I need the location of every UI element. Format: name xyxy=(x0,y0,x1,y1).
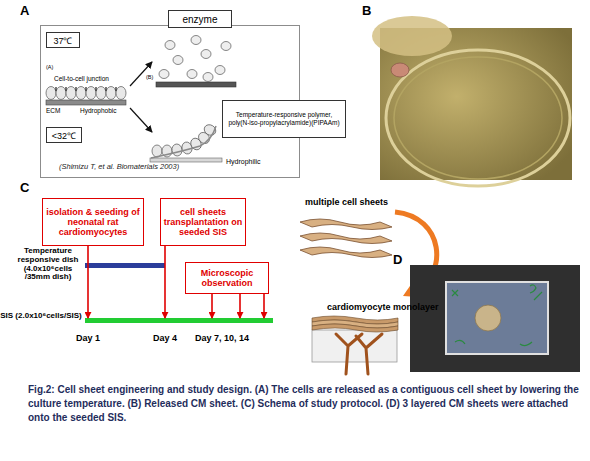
temperature-box: <32℃ xyxy=(46,127,82,143)
cell-sheet xyxy=(300,233,392,244)
node-text: Microscopic observation xyxy=(186,268,268,288)
panel-letter: B xyxy=(362,3,371,18)
detached-ecm xyxy=(151,126,216,158)
annotation-label: Cell-to-cell junction xyxy=(54,75,109,82)
timeline-arrow xyxy=(211,294,213,318)
timeline-arrow xyxy=(87,246,89,318)
finger xyxy=(372,16,452,56)
annotation-label: (B) xyxy=(146,74,153,80)
node-text: isolation & seeding of neonatal rat card… xyxy=(43,207,143,237)
cell xyxy=(66,87,76,100)
cell xyxy=(86,87,96,100)
vessel-ingrowth xyxy=(336,334,382,374)
culture-dish-rim xyxy=(386,50,570,186)
annotation-label: Hydrophilic xyxy=(226,158,261,165)
timeline-arrow xyxy=(164,246,166,318)
cell xyxy=(201,50,211,59)
annotation-label: cardiomyocyte monolayer xyxy=(327,302,439,312)
cell xyxy=(116,87,126,100)
polymer-callout: Temperature-responsive polymer, poly(N-i… xyxy=(222,100,346,138)
handwriting-marks xyxy=(452,285,542,346)
culture-dish-inner xyxy=(394,57,562,179)
cell xyxy=(152,145,162,157)
ecm-layer xyxy=(46,100,126,105)
cell xyxy=(76,87,86,100)
sis-frame xyxy=(446,282,548,354)
node-text: Temperature-responsive polymer, poly(N-i… xyxy=(223,110,345,128)
photo-background xyxy=(410,265,580,372)
cell xyxy=(171,143,183,156)
node-text: cell sheets transplantation on seeded SI… xyxy=(161,207,245,237)
cell xyxy=(46,87,56,100)
panel-letter: A xyxy=(20,3,29,18)
protocol-step-box: cell sheets transplantation on seeded SI… xyxy=(160,198,246,246)
annotation-label: (A) xyxy=(46,64,53,70)
timeline-bar: SIS (2.0x10⁶cells/SIS) xyxy=(85,318,273,323)
dish-surface xyxy=(156,82,236,87)
annotation-label: Day 4 xyxy=(153,333,177,343)
cell-sheet-layer xyxy=(312,324,398,332)
junction-marks xyxy=(56,87,116,91)
node-text: enzyme xyxy=(182,14,217,25)
node-text: SIS (2.0x10⁶cells/SIS) xyxy=(0,312,82,321)
cell xyxy=(173,56,183,65)
panel-letter: D xyxy=(393,252,402,267)
sis-block xyxy=(312,330,397,362)
cell xyxy=(203,73,213,82)
node-text: (Shimizu T, et al. Biomaterials 2003) xyxy=(59,162,179,171)
annotation-label: Day 1 xyxy=(76,333,100,343)
cell xyxy=(191,36,201,45)
cell xyxy=(159,70,169,79)
hydrophilic-surface xyxy=(150,158,222,162)
figure-panel: (Shimizu T, et al. Biomaterials 2003) 37℃… xyxy=(40,25,300,178)
process-arrow xyxy=(130,108,152,132)
annotation-label: ECM xyxy=(46,107,60,114)
annotation-label: Day 7, 10, 14 xyxy=(195,333,249,343)
cell xyxy=(96,87,106,100)
cell xyxy=(106,87,116,100)
cell xyxy=(215,66,225,75)
node-text: Temperature responsive dish (4.0x10⁶cell… xyxy=(14,247,82,282)
panel-letter: C xyxy=(20,180,29,195)
node-text: <32℃ xyxy=(52,129,76,142)
timeline-arrow xyxy=(263,294,265,318)
annotation-label: multiple cell sheets xyxy=(305,197,388,207)
enzyme-box: enzyme xyxy=(168,10,232,28)
cell xyxy=(165,41,175,50)
protocol-step-box: isolation & seeding of neonatal rat card… xyxy=(42,198,144,246)
cm-sheet xyxy=(475,305,501,331)
cell xyxy=(56,87,66,100)
protocol-step-box: Microscopic observation xyxy=(185,262,269,294)
timeline-arrow xyxy=(239,294,241,318)
temperature-box: 37℃ xyxy=(46,32,80,48)
cell-sheet xyxy=(300,219,392,230)
node-text: 37℃ xyxy=(53,34,72,47)
cell-sheet xyxy=(391,63,409,77)
cell xyxy=(221,42,231,51)
cell xyxy=(187,70,197,79)
figure-caption: Fig.2: Cell sheet engineering and study … xyxy=(28,383,584,425)
cell-sheet xyxy=(300,247,392,258)
timeline-bar: Temperature responsive dish (4.0x10⁶cell… xyxy=(85,263,165,268)
annotation-label: Hydrophobic xyxy=(80,107,117,114)
